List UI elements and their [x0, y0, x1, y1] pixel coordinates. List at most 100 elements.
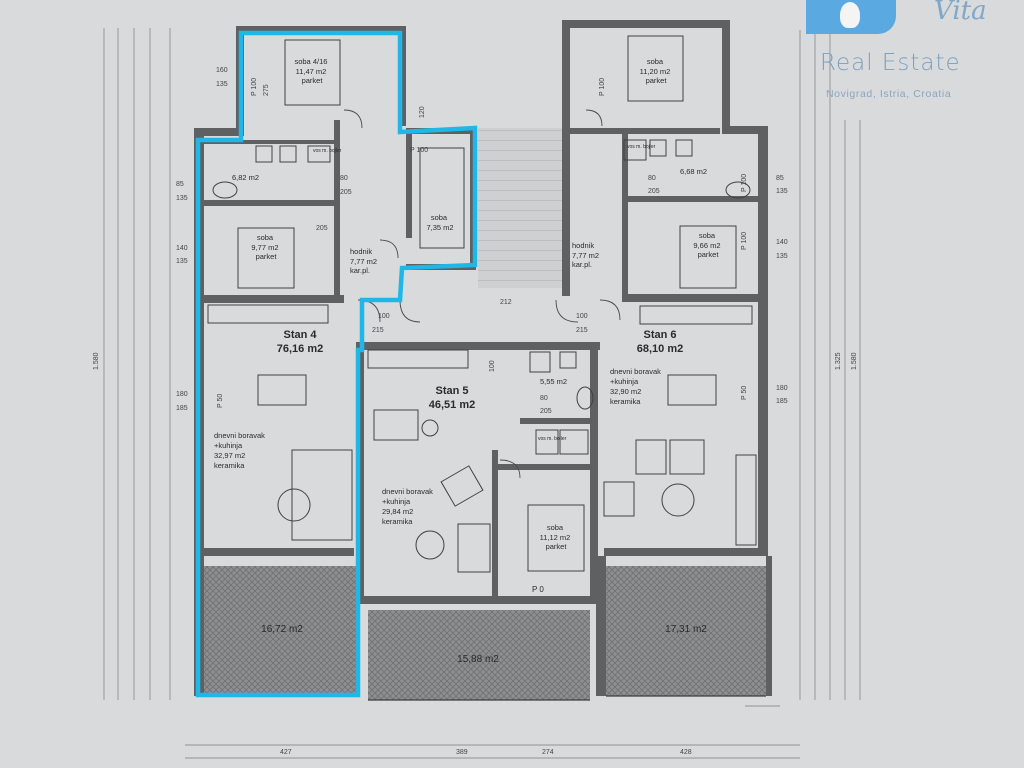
svg-text:P 50: P 50 [217, 394, 224, 408]
svg-text:205: 205 [648, 188, 660, 195]
svg-text:1.580: 1.580 [93, 352, 100, 370]
label-s4-living: dnevni boravak +kuhinja 32,97 m2 keramik… [214, 431, 267, 470]
svg-text:135: 135 [176, 195, 188, 202]
label-s5-bed: soba 7,35 m2 [426, 213, 453, 232]
label-s5-terrace: 15,88 m2 [457, 654, 499, 665]
kitchen-stan4 [207, 304, 329, 324]
label-s5-living: dnevni boravak +kuhinja 29,84 m2 keramik… [382, 487, 435, 526]
svg-text:185: 185 [176, 405, 188, 412]
svg-text:80: 80 [340, 175, 348, 182]
svg-text:80: 80 [648, 175, 656, 182]
svg-text:389: 389 [456, 749, 468, 756]
svg-text:274: 274 [542, 749, 554, 756]
svg-text:1.325: 1.325 [835, 352, 842, 370]
label-s6-bath: 6,68 m2 [680, 167, 707, 176]
terrace-stan4 [200, 566, 358, 696]
sofa-stan6 [735, 454, 757, 546]
label-stan5-area: 46,51 m2 [429, 399, 475, 411]
dimension-labels: 160 135 P 100 275 85 135 140 135 180 185… [93, 67, 858, 756]
brand-header: Vita Real Estate Novigrad, Istria, Croat… [806, 0, 1024, 110]
bed-stan4-2 [237, 227, 295, 289]
svg-text:205: 205 [540, 408, 552, 415]
svg-text:135: 135 [776, 188, 788, 195]
svg-text:135: 135 [176, 258, 188, 265]
label-s6-bed1: soba 11,20 m2 parket [640, 57, 673, 85]
svg-text:212: 212 [500, 299, 512, 306]
sail-shape [840, 2, 860, 28]
table-stan5 [373, 409, 419, 441]
svg-text:85: 85 [176, 181, 184, 188]
label-s4-bath: 6,82 m2 [232, 173, 259, 182]
svg-text:180: 180 [776, 385, 788, 392]
sofa-stan5 [457, 523, 491, 573]
svg-text:215: 215 [372, 327, 384, 334]
svg-text:1.580: 1.580 [851, 352, 858, 370]
svg-text:205: 205 [316, 225, 328, 232]
label-s4-bed2: soba 9,77 m2 parket [251, 233, 280, 261]
room-labels: soba 4/16 11,47 m2 parket 6,82 m2 soba 9… [214, 57, 721, 665]
staircase [478, 128, 566, 288]
svg-text:P 50: P 50 [741, 386, 748, 400]
chair-stan5 [440, 465, 484, 507]
svg-text:P 100: P 100 [741, 174, 748, 192]
svg-text:85: 85 [776, 175, 784, 182]
kitchen-stan6 [639, 305, 753, 325]
label-s5-p0: P 0 [532, 585, 544, 594]
label-s6-terrace: 17,31 m2 [665, 624, 707, 635]
svg-text:427: 427 [280, 749, 292, 756]
svg-text:P 100: P 100 [410, 147, 428, 154]
bed-stan6-1 [627, 35, 684, 102]
svg-text:428: 428 [680, 749, 692, 756]
svg-text:185: 185 [776, 398, 788, 405]
terrace-stan5 [368, 610, 590, 700]
label-s6-hall: hodnik 7,77 m2 kar.pl. [572, 241, 601, 269]
label-s4-terrace: 16,72 m2 [261, 624, 303, 635]
svg-text:80: 80 [540, 395, 548, 402]
label-wc-s4: vos m. bojler [313, 148, 342, 154]
dimension-lines [103, 28, 861, 759]
label-stan4-area: 76,16 m2 [277, 343, 323, 355]
label-s4-bed1: soba 4/16 11,47 m2 parket [294, 57, 329, 85]
bed-stan6-2 [679, 225, 737, 289]
svg-text:P 100: P 100 [251, 78, 258, 96]
svg-text:275: 275 [263, 84, 270, 96]
svg-text:P 100: P 100 [599, 78, 606, 96]
svg-text:100: 100 [489, 360, 496, 372]
svg-text:140: 140 [176, 245, 188, 252]
svg-text:140: 140 [776, 239, 788, 246]
label-s6-living: dnevni boravak +kuhinja 32,90 m2 keramik… [610, 367, 663, 406]
label-s5-bed2: soba 11,12 m2 parket [540, 523, 573, 551]
terraces [200, 566, 766, 700]
apartment-outline-highlight [195, 30, 478, 698]
label-stan4: Stan 4 [283, 329, 317, 341]
table-stan4 [257, 374, 307, 406]
svg-text:100: 100 [576, 313, 588, 320]
sofa-stan4 [291, 449, 353, 541]
brand-title: Real Estate [820, 50, 961, 76]
bed-stan4-1 [284, 39, 341, 106]
svg-text:P 100: P 100 [741, 232, 748, 250]
svg-text:135: 135 [216, 81, 228, 88]
terrace-stan6 [606, 566, 766, 696]
kitchen-stan5 [367, 349, 469, 369]
sailing-logo-icon [806, 0, 896, 34]
bed-stan5-2 [527, 504, 585, 572]
label-wc-s6: vos m. bojler [627, 144, 656, 150]
label-stan5: Stan 5 [435, 385, 468, 397]
label-stan6: Stan 6 [643, 329, 676, 341]
svg-text:100: 100 [378, 313, 390, 320]
label-wc-s5: vos m. bojler [538, 436, 567, 442]
bed-stan5-1 [419, 147, 465, 249]
svg-text:135: 135 [776, 253, 788, 260]
brand-subtitle: Novigrad, Istria, Croatia [826, 88, 952, 100]
label-s5-bath: 5,55 m2 [540, 377, 567, 386]
label-stan6-area: 68,10 m2 [637, 343, 683, 355]
label-s4-hall: hodnik 7,77 m2 kar.pl. [350, 247, 379, 275]
svg-text:160: 160 [216, 67, 228, 74]
svg-text:180: 180 [176, 391, 188, 398]
table-stan6 [667, 374, 717, 406]
furniture [207, 35, 757, 573]
brand-script: Vita [934, 0, 987, 26]
svg-text:215: 215 [576, 327, 588, 334]
